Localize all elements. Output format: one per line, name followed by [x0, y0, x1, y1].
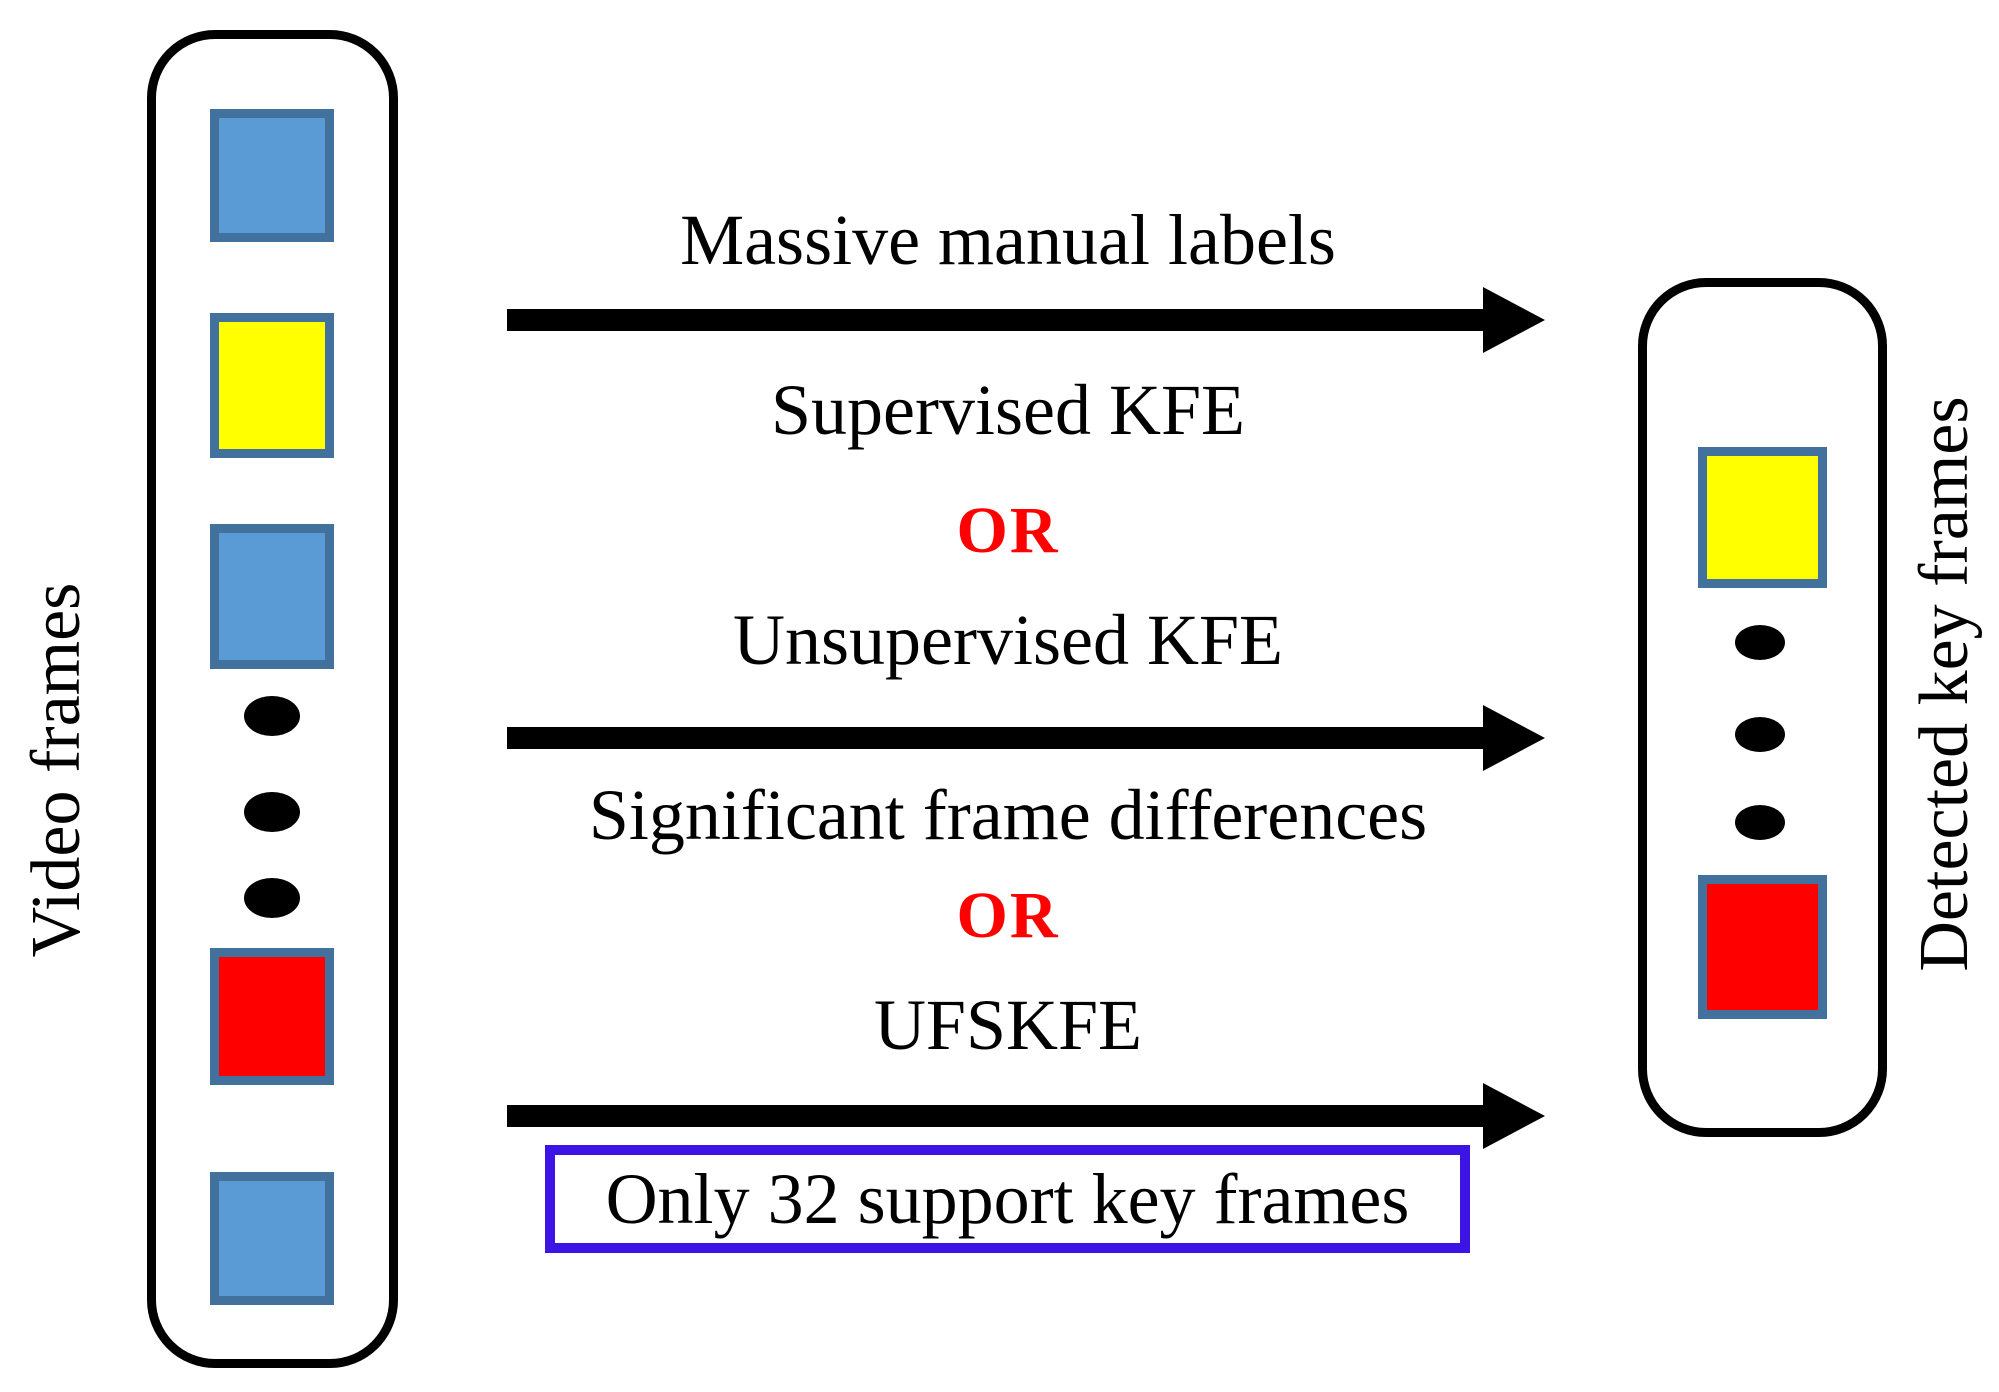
detected-key-frames-label: Detected key frames	[1906, 396, 1983, 972]
ellipsis-dot	[1735, 625, 1785, 660]
frame-square-yellow	[210, 313, 334, 458]
supervised-kfe-text: Supervised KFE	[771, 370, 1245, 450]
arrow-bar	[507, 1105, 1483, 1127]
ellipsis-dot	[244, 792, 300, 832]
ellipsis-dot	[1735, 805, 1785, 840]
arrow-bar	[507, 309, 1483, 331]
support-key-frames-box: Only 32 support key frames	[545, 1145, 1470, 1253]
frame-square-blue	[210, 524, 334, 669]
ellipsis-dot	[1735, 717, 1785, 752]
frame-square-yellow	[1698, 447, 1827, 588]
or-separator-2: OR	[956, 879, 1060, 952]
frame-square-blue	[210, 1172, 334, 1305]
arrow-head-icon	[1483, 705, 1545, 771]
frame-square-red	[210, 948, 334, 1085]
frame-square-red	[1698, 875, 1827, 1019]
arrow-head-icon	[1483, 1083, 1545, 1149]
detected-frames-container	[1638, 278, 1887, 1137]
ellipsis-dot	[244, 696, 300, 736]
video-frames-container	[147, 30, 398, 1368]
significant-frame-differences-text: Significant frame differences	[588, 775, 1428, 855]
massive-manual-labels-text: Massive manual labels	[680, 200, 1336, 280]
or-separator-1: OR	[956, 494, 1060, 567]
support-key-frames-text: Only 32 support key frames	[605, 1158, 1410, 1239]
arrow-head-icon	[1483, 287, 1545, 353]
ufskfe-text: UFSKFE	[873, 985, 1143, 1065]
unsupervised-kfe-text: Unsupervised KFE	[733, 600, 1283, 680]
video-frames-label: Video frames	[18, 582, 95, 958]
frame-square-blue	[210, 109, 334, 242]
ellipsis-dot	[244, 878, 300, 918]
arrow-bar	[507, 727, 1483, 749]
